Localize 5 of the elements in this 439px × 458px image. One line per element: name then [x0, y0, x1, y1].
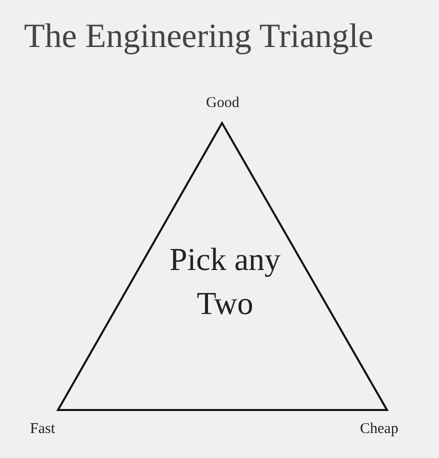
vertex-label: Cheap	[360, 421, 398, 438]
center-text: Pick any Two	[168, 240, 282, 323]
vertex-label: Fast	[30, 421, 56, 438]
vertex-label: Good	[206, 95, 240, 112]
title: The Engineering Triangle	[24, 18, 374, 56]
